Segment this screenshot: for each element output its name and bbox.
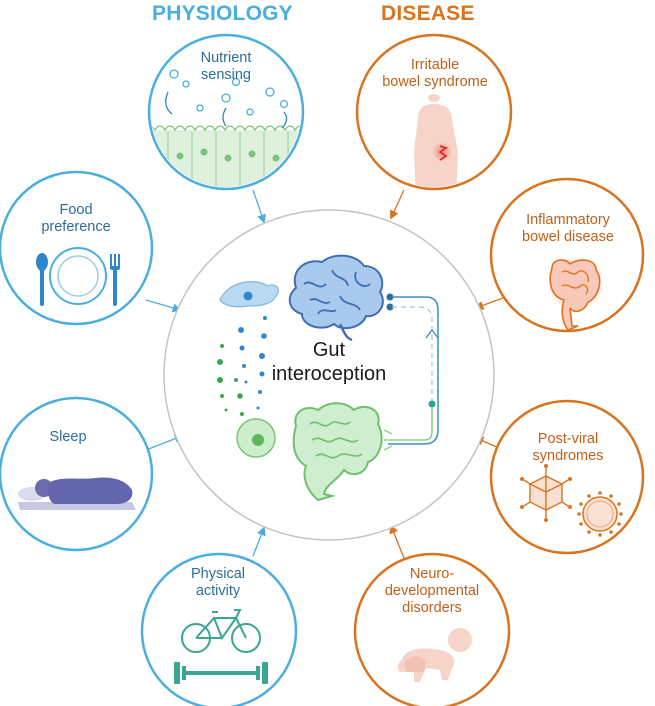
neurodevelopmental-line2: developmental [378,583,486,600]
post-viral-label: Post-viral syndromes [518,431,618,465]
physiology-header: PHYSIOLOGY [152,2,293,26]
sleep-circle [0,398,152,550]
food-preference-line2: preference [28,219,124,236]
center-title: Gut interoception [259,338,399,386]
post-viral-line2: syndromes [518,448,618,465]
ibs-line1: Irritable [372,57,498,74]
center-title-line2: interoception [259,362,399,386]
sleep-line1: Sleep [28,429,108,446]
post-viral-circle [491,401,643,553]
center-title-line1: Gut [259,338,399,362]
neurodevelopmental-line1: Neuro- [378,566,486,583]
post-viral-line1: Post-viral [518,431,618,448]
nutrient-sensing-line1: Nutrient [168,50,284,67]
ibd-line1: Inflammatory [510,212,626,229]
nutrient-sensing-line2: sensing [168,67,284,84]
ibd-label: Inflammatory bowel disease [510,212,626,246]
disease-header: DISEASE [381,2,475,26]
food-preference-label: Food preference [28,202,124,236]
ibs-line2: bowel syndrome [372,74,498,91]
neurodevelopmental-label: Neuro- developmental disorders [378,566,486,617]
sleep-label: Sleep [28,429,108,446]
physical-activity-label: Physical activity [168,566,268,600]
neurodevelopmental-line3: disorders [378,600,486,617]
ibd-line2: bowel disease [510,229,626,246]
ibs-label: Irritable bowel syndrome [372,57,498,91]
nutrient-sensing-label: Nutrient sensing [168,50,284,84]
food-preference-line1: Food [28,202,124,219]
physical-activity-line2: activity [168,583,268,600]
physical-activity-line1: Physical [168,566,268,583]
